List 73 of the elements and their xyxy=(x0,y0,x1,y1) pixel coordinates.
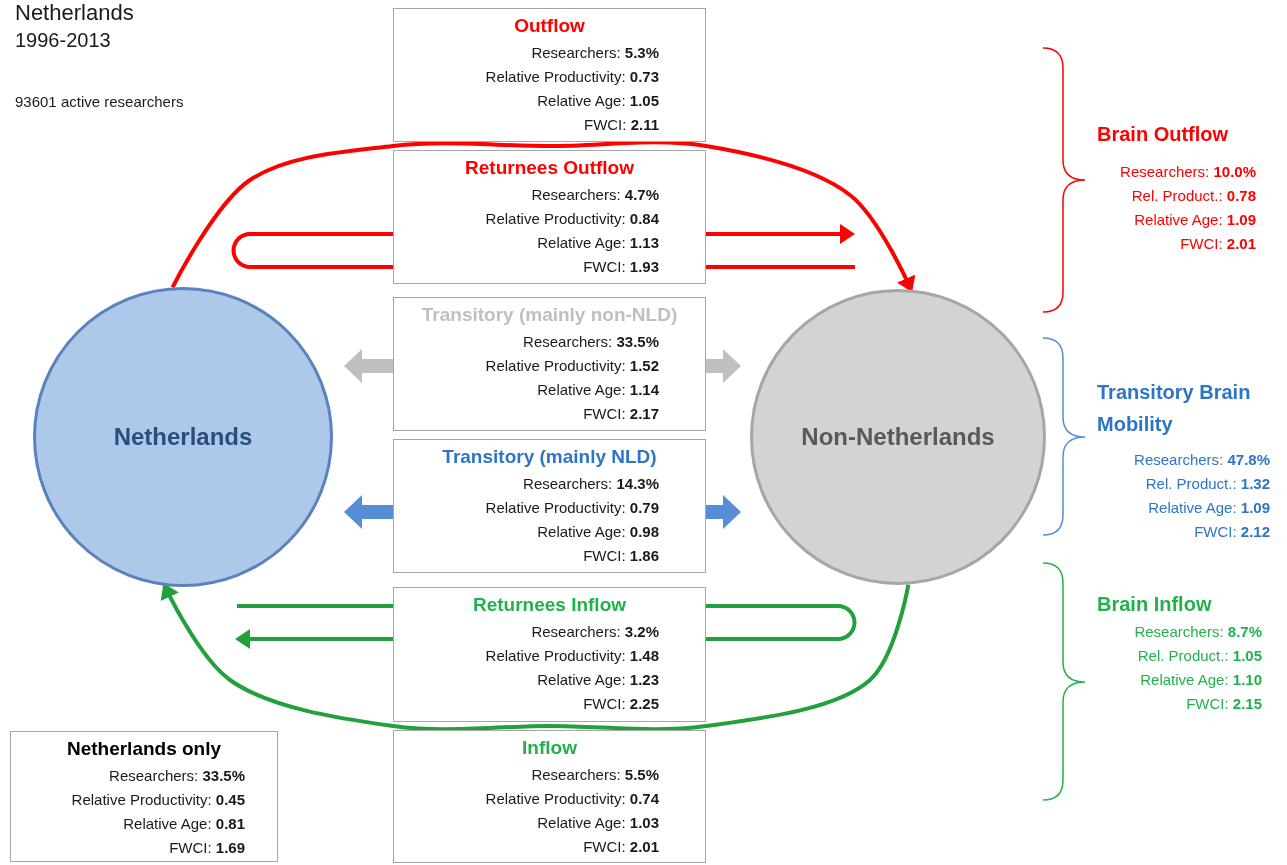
metric-text: Relative Age: 1.05 xyxy=(536,91,660,111)
metric-text: Rel. Product.: 1.32 xyxy=(1145,474,1270,494)
metric-text: Researchers: 33.5% xyxy=(522,332,660,352)
metrics-box xyxy=(393,8,706,142)
arrow xyxy=(162,583,911,732)
metric-text: Relative Age: 1.09 xyxy=(1134,210,1256,230)
connector-line xyxy=(706,265,855,269)
metric-text: Relative Age: 1.13 xyxy=(536,233,660,253)
group-heading: Transitory Brain Mobility xyxy=(1097,380,1252,437)
metric-text: FWCI: 2.12 xyxy=(1194,522,1270,542)
metric-text: Relative Age: 1.14 xyxy=(536,380,660,400)
metric-text: Relative Productivity: 0.74 xyxy=(484,789,660,809)
metric-text: Relative Productivity: 1.52 xyxy=(484,356,660,376)
metric-text: FWCI: 1.93 xyxy=(582,257,660,277)
metrics-box xyxy=(393,730,706,863)
metric-text: Researchers: 14.3% xyxy=(522,474,660,494)
connector-line xyxy=(231,232,393,269)
metric-text: Relative Productivity: 0.45 xyxy=(70,790,246,810)
metric-text: Researchers: 10.0% xyxy=(1120,162,1256,182)
metric-text: Researchers: 5.3% xyxy=(530,43,660,63)
metric-text: FWCI: 2.01 xyxy=(582,837,660,857)
group-heading: Brain Inflow xyxy=(1097,592,1212,616)
metric-text: FWCI: 1.86 xyxy=(582,546,660,566)
metric-text: Relative Age: 0.98 xyxy=(536,522,660,542)
box-heading: Returnees Outflow xyxy=(464,156,635,180)
metrics-box xyxy=(393,297,706,431)
group-heading: Brain Outflow xyxy=(1097,122,1229,146)
block-arrow xyxy=(344,495,393,529)
metrics-box xyxy=(393,150,706,284)
metrics-box xyxy=(393,587,706,722)
box-heading: Returnees Inflow xyxy=(471,593,628,617)
metric-text: FWCI: 2.25 xyxy=(582,694,660,714)
connector-line xyxy=(706,604,857,641)
block-arrow xyxy=(706,495,741,529)
metrics-box xyxy=(10,731,278,862)
metric-text: Relative Age: 1.23 xyxy=(536,670,660,690)
metric-text: Relative Productivity: 0.84 xyxy=(484,209,660,229)
connector-line xyxy=(237,604,393,608)
title: Netherlands xyxy=(15,0,134,26)
metric-text: Rel. Product.: 1.05 xyxy=(1137,646,1262,666)
block-arrow xyxy=(706,349,741,383)
box-heading: Netherlands only xyxy=(65,737,223,761)
metric-text: FWCI: 2.15 xyxy=(1186,694,1262,714)
metric-text: Relative Productivity: 0.79 xyxy=(484,498,660,518)
metric-text: Relative Productivity: 0.73 xyxy=(484,67,660,87)
metric-text: FWCI: 2.01 xyxy=(1180,234,1256,254)
metric-text: Relative Productivity: 1.48 xyxy=(484,646,660,666)
metric-text: Relative Age: 0.81 xyxy=(122,814,246,834)
box-heading: Transitory (mainly non-NLD) xyxy=(420,303,679,327)
metric-text: Relative Age: 1.03 xyxy=(536,813,660,833)
circle-label: Non-Netherlands xyxy=(801,423,995,451)
box-heading: Inflow xyxy=(521,736,578,760)
metric-text: Researchers: 3.2% xyxy=(530,622,660,642)
metrics-box xyxy=(393,439,706,573)
note-text: 93601 active researchers xyxy=(15,92,184,112)
metric-text: Relative Age: 1.10 xyxy=(1140,670,1262,690)
metric-text: Relative Age: 1.09 xyxy=(1148,498,1270,518)
metric-text: FWCI: 2.17 xyxy=(582,404,660,424)
metric-text: Researchers: 8.7% xyxy=(1134,622,1262,642)
date-range: 1996-2013 xyxy=(15,28,111,52)
arrow xyxy=(235,631,393,647)
metric-text: Researchers: 33.5% xyxy=(108,766,246,786)
box-heading: Outflow xyxy=(513,14,586,38)
circle-label: Netherlands xyxy=(113,423,253,451)
metric-text: Researchers: 47.8% xyxy=(1134,450,1270,470)
metric-text: FWCI: 2.11 xyxy=(582,115,660,135)
arrow xyxy=(706,226,855,242)
block-arrow xyxy=(344,349,393,383)
metric-text: Researchers: 4.7% xyxy=(530,185,660,205)
metric-text: Rel. Product.: 0.78 xyxy=(1131,186,1256,206)
box-heading: Transitory (mainly NLD) xyxy=(441,445,658,469)
metric-text: FWCI: 1.69 xyxy=(168,838,246,858)
metric-text: Researchers: 5.5% xyxy=(530,765,660,785)
